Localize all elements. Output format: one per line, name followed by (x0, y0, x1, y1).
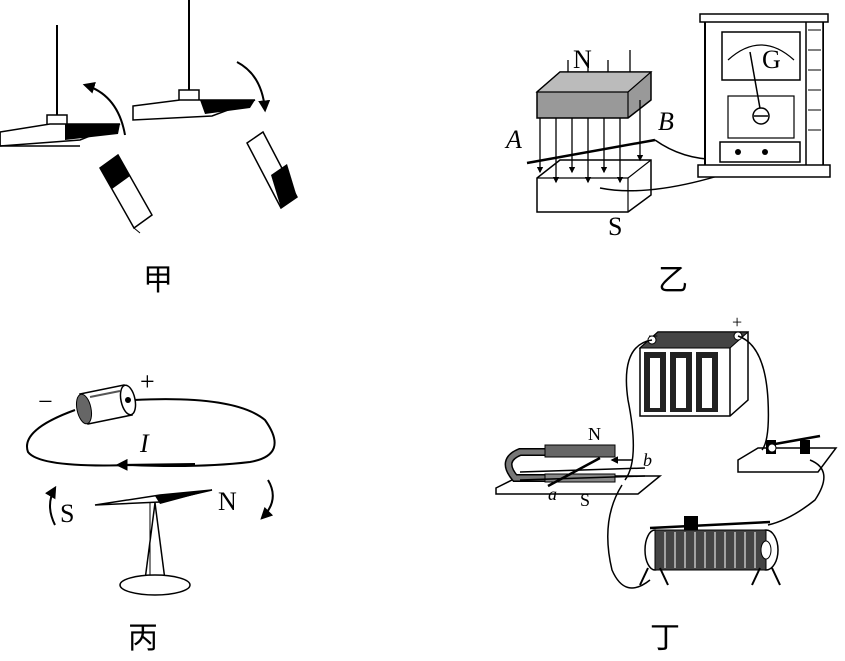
pole-s-label: S (608, 212, 622, 241)
compass-n-label: N (218, 487, 237, 516)
rod-b-label: b (643, 450, 652, 470)
battery-pack (638, 331, 750, 417)
battery-minus-label: − (38, 387, 53, 416)
rheostat (639, 516, 781, 586)
panel-yi: N S A B G 乙 (504, 13, 831, 298)
connecting-wires (607, 335, 825, 589)
panel-jia: 甲 (0, 0, 298, 298)
pole-n-label: N (573, 45, 592, 74)
compass-s-label: S (60, 499, 74, 528)
battery-cell (75, 384, 137, 425)
magnetic-field-lines (536, 50, 644, 184)
horseshoe-magnet-on-rails (495, 444, 663, 495)
panel-ding: − + N S a b 丁 (495, 312, 838, 656)
suspended-magnet-right (132, 0, 256, 121)
caption-yi: 乙 (658, 263, 688, 298)
caption-jia: 甲 (143, 263, 173, 298)
caption-bing: 丙 (128, 621, 158, 656)
magnet-s-label: S (580, 490, 590, 510)
bar-magnet-left (99, 153, 153, 234)
current-i-label: I (139, 429, 150, 458)
point-a-label: A (504, 125, 522, 154)
horseshoe-magnet-top (535, 71, 653, 119)
magnet-bottom-block (536, 159, 652, 213)
meter-g-label: G (762, 45, 781, 74)
magnet-n-label: N (588, 424, 601, 444)
switch (737, 434, 838, 473)
pack-minus-label: − (648, 326, 658, 346)
rotation-arrow-n (260, 479, 274, 520)
current-direction-arrow (115, 458, 196, 471)
rotation-arrow-left (82, 82, 126, 136)
pack-plus-label: + (732, 312, 742, 332)
caption-ding: 丁 (650, 621, 680, 656)
circuit-loop-wire (26, 398, 276, 467)
compass-needle (94, 489, 213, 596)
rod-a-label: a (548, 484, 557, 504)
rotation-arrow-s (44, 485, 57, 526)
rotation-arrow-right (236, 61, 271, 113)
point-b-label: B (658, 107, 674, 136)
battery-plus-label: + (140, 367, 155, 396)
suspended-magnet-left (0, 25, 121, 147)
galvanometer (697, 13, 831, 178)
panel-bing: + − I S N 丙 (26, 367, 276, 656)
conductor-rod-ab (526, 138, 656, 165)
bar-magnet-right (246, 130, 298, 210)
